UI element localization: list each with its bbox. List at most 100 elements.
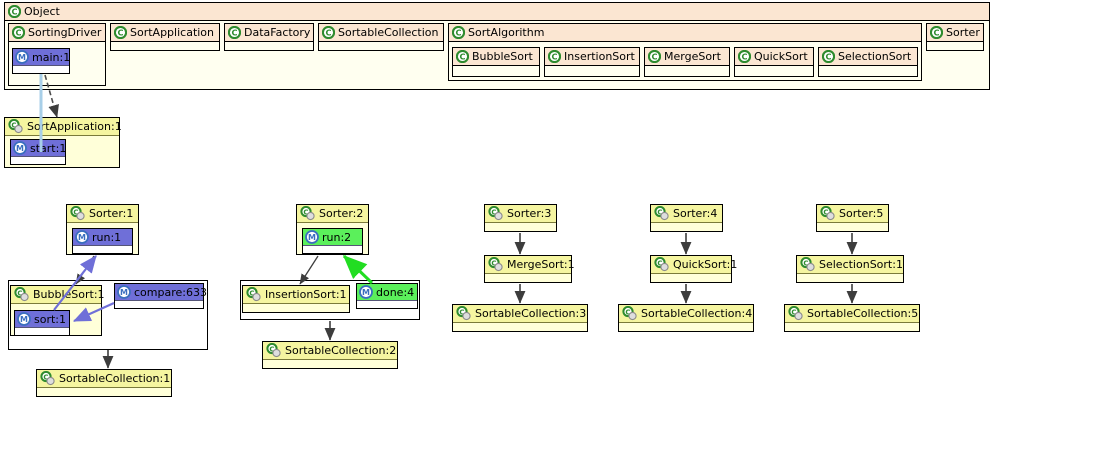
svg-text:C: C [933, 28, 939, 38]
svg-text:C: C [11, 121, 16, 129]
class-icon: C [822, 50, 835, 63]
connector-done4-to-run2 [342, 254, 374, 285]
svg-text:C: C [651, 52, 657, 62]
svg-text:C: C [791, 308, 796, 316]
svg-text:M: M [18, 53, 26, 62]
svg-text:M: M [78, 233, 86, 242]
class-sortablecollection-label: SortableCollection [338, 25, 439, 39]
instance-sortablecollection-5-header: C SortableCollection:5 [785, 305, 919, 323]
svg-text:C: C [73, 208, 78, 216]
instance-icon: C [70, 206, 86, 221]
class-quicksort-header: C QuickSort [735, 48, 813, 66]
instance-sorter-3-label: Sorter:3 [507, 206, 552, 220]
instance-sorter-3[interactable]: C Sorter:3 [484, 204, 557, 232]
svg-text:M: M [308, 233, 316, 242]
method-done-4-label: done:4 [376, 285, 415, 299]
class-mergesort-label: MergeSort [664, 49, 721, 63]
svg-text:C: C [231, 28, 237, 38]
instance-sortablecollection-5-label: SortableCollection:5 [807, 306, 919, 320]
class-datafactory-header: C DataFactory [225, 24, 313, 42]
class-insertionsort-label: InsertionSort [564, 49, 635, 63]
svg-text:C: C [11, 7, 17, 17]
class-quicksort[interactable]: C QuickSort [734, 47, 814, 77]
svg-text:C: C [551, 52, 557, 62]
method-start-1-tail [11, 157, 65, 164]
class-quicksort-label: QuickSort [754, 49, 808, 63]
svg-text:M: M [20, 315, 28, 324]
class-sortalgorithm-label: SortAlgorithm [468, 25, 545, 39]
svg-text:C: C [491, 208, 496, 216]
svg-text:C: C [657, 259, 662, 267]
instance-sortablecollection-3-label: SortableCollection:3 [475, 306, 587, 320]
instance-quicksort-1-header: C QuickSort:1 [651, 256, 737, 274]
class-mergesort[interactable]: C MergeSort [644, 47, 730, 77]
method-run-1-tail [73, 246, 132, 253]
instance-icon: C [266, 343, 282, 358]
class-insertionsort[interactable]: C InsertionSort [544, 47, 640, 77]
class-insertionsort-header: C InsertionSort [545, 48, 639, 66]
method-icon: M [15, 50, 29, 64]
class-icon: C [228, 26, 241, 39]
instance-icon: C [788, 306, 804, 321]
class-selectionsort-label: SelectionSort [838, 49, 912, 63]
method-run-2-tail [303, 246, 362, 253]
class-icon: C [12, 26, 25, 39]
class-sortapplication-label: SortApplication [130, 25, 215, 39]
method-run-1-label: run:1 [92, 230, 122, 244]
instance-sortablecollection-5[interactable]: C SortableCollection:5 [784, 304, 920, 332]
instance-sorter-3-header: C Sorter:3 [485, 205, 556, 223]
instance-sorter-2-label: Sorter:2 [319, 206, 364, 220]
instance-quicksort-1-label: QuickSort:1 [673, 257, 738, 271]
svg-text:C: C [491, 259, 496, 267]
class-sortingdriver-label: SortingDriver [28, 25, 102, 39]
instance-icon: C [14, 287, 30, 302]
svg-text:C: C [741, 52, 747, 62]
instance-sortapplication-1-label: SortApplication:1 [27, 119, 122, 133]
class-datafactory[interactable]: C DataFactory [224, 23, 314, 51]
node-label: Object [24, 4, 60, 18]
class-icon: C [738, 50, 751, 63]
class-datafactory-label: DataFactory [244, 25, 311, 39]
class-icon: C [322, 26, 335, 39]
method-compare-633-label: compare:633 [134, 285, 207, 299]
class-icon: C [548, 50, 561, 63]
method-icon: M [359, 285, 373, 299]
instance-icon: C [654, 257, 670, 272]
svg-text:C: C [269, 345, 274, 353]
instance-quicksort-1[interactable]: C QuickSort:1 [650, 255, 737, 283]
svg-text:M: M [362, 288, 370, 297]
instance-icon: C [246, 287, 262, 302]
